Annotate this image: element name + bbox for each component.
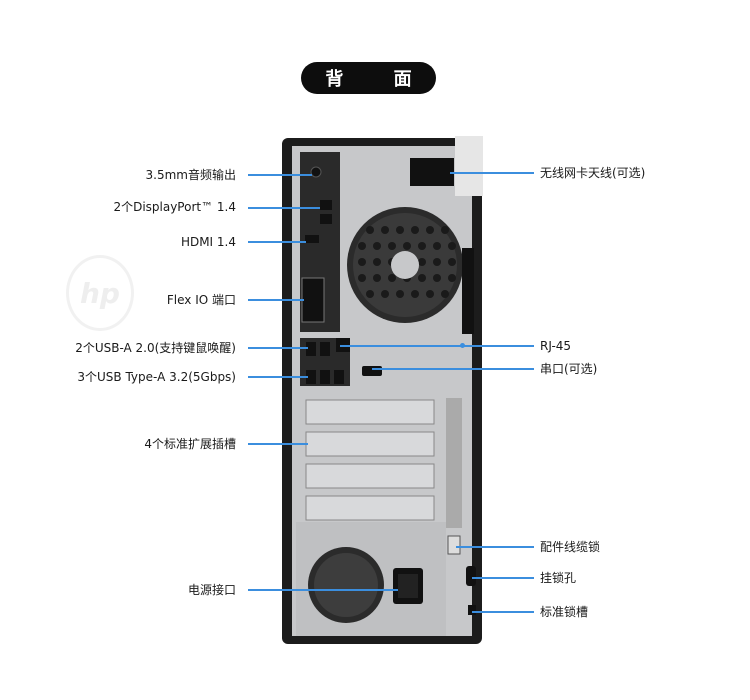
slot-latch [446,398,462,528]
label-wireless-antenna: 无线网卡天线(可选) [540,166,646,180]
flexio-port [301,277,325,323]
expansion-slot-2 [305,431,435,457]
hdmi-port [305,235,319,243]
security-slot [468,605,476,615]
padlock-loop [466,566,476,586]
antenna-bracket [455,136,483,196]
label-usb-type-a-3: 3个USB Type-A 3.2(5Gbps) [77,370,236,384]
callout-line-serial [372,368,534,370]
callout-line-power [248,589,398,591]
callout-line-padlock [472,577,534,579]
expansion-slot-3 [305,463,435,489]
label-power-socket: 电源接口 [187,583,236,597]
antenna-connector [410,158,454,186]
callout-line-cable-lock [456,546,534,548]
callout-line-displayport [248,207,320,209]
callout-line-security-slot [472,611,534,613]
label-displayport: 2个DisplayPort™ 1.4 [113,200,236,214]
label-serial-port: 串口(可选) [540,362,598,376]
label-expansion-slots: 4个标准扩展插槽 [144,437,236,451]
label-usb-a-2: 2个USB-A 2.0(支持键鼠唤醒) [75,341,236,355]
displayport-2 [320,214,332,224]
label-cable-lock: 配件线缆锁 [540,540,601,554]
hp-logo-icon: hp [66,255,134,331]
callout-line-expansion [248,443,308,445]
label-padlock: 挂锁孔 [540,571,577,585]
callout-dot-rj45 [460,343,465,348]
callout-line-usb-a-2 [248,347,308,349]
callout-line-flexio [248,299,304,301]
label-flexio: Flex IO 端口 [166,293,236,307]
label-rj45: RJ-45 [540,339,572,353]
expansion-slot-1 [305,399,435,425]
callout-line-antenna [450,172,534,174]
audio-jack [310,166,322,178]
page-title: 背 面 [301,62,436,94]
callout-line-usb-type-a-3 [248,376,308,378]
expansion-slot-4 [305,495,435,521]
callout-line-rj45 [340,345,534,347]
callout-line-audio [248,174,312,176]
callout-line-hdmi [248,241,306,243]
displayport-1 [320,200,332,210]
cable-lock [447,535,461,555]
label-hdmi: HDMI 1.4 [180,235,236,249]
label-audio-out: 3.5mm音频输出 [145,168,236,182]
label-security-slot: 标准锁槽 [540,605,589,619]
